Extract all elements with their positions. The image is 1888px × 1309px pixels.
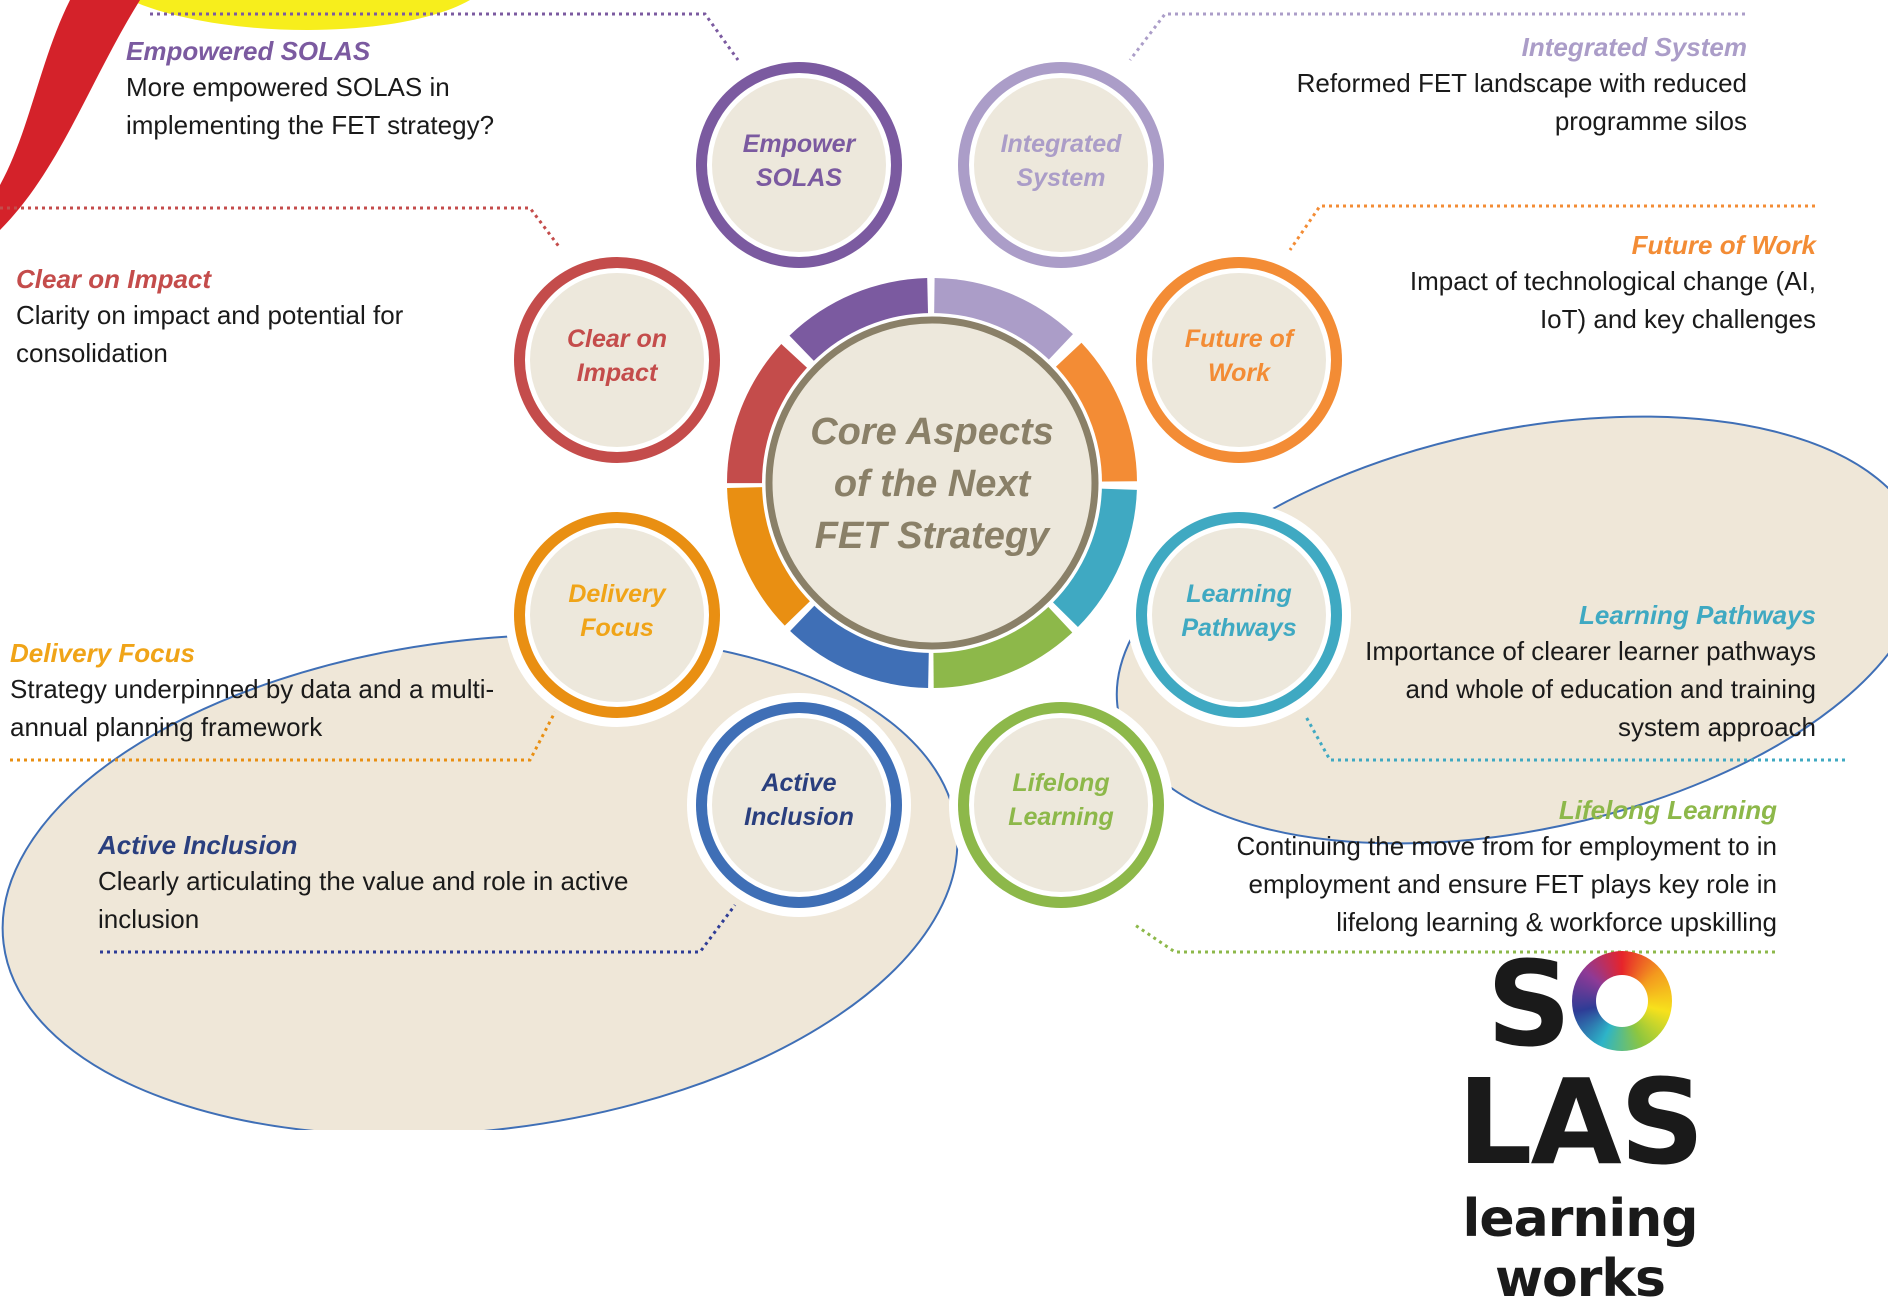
petal-disc-lifelong	[974, 718, 1148, 892]
leader-line-integrated	[1128, 12, 1745, 61]
solas-logo: SLAS learning works	[1380, 945, 1780, 1309]
panel-heading: Active Inclusion	[98, 830, 298, 860]
petal-label-impact-2: Impact	[577, 359, 659, 387]
petal-label-delivery-1: Delivery	[568, 580, 666, 608]
petal-disc-impact	[530, 273, 704, 447]
petal-disc-integrated	[974, 78, 1148, 252]
logo-wordmark: SLAS	[1457, 935, 1705, 1191]
panel-active-inclusion: Active Inclusion Clearly articulating th…	[98, 828, 648, 938]
panel-delivery-focus: Delivery Focus Strategy underpinned by d…	[10, 636, 515, 746]
leader-line-delivery	[10, 711, 557, 762]
panel-body: Importance of clearer learner pathways a…	[1365, 636, 1816, 742]
logo-tagline: learning works	[1462, 1189, 1699, 1309]
panel-body: More empowered SOLAS in implementing the…	[126, 72, 495, 140]
petal-disc-inclusion	[712, 718, 886, 892]
petal-label-future-2: Work	[1208, 359, 1271, 387]
petal-disc-pathways	[1152, 528, 1326, 702]
panel-heading: Learning Pathways	[1579, 600, 1816, 630]
leader-line-lifelong	[1134, 923, 1775, 954]
panel-heading: Empowered SOLAS	[126, 36, 371, 66]
petal-label-future-1: Future of	[1185, 325, 1296, 353]
panel-heading: Future of Work	[1631, 230, 1816, 260]
panel-heading: Lifelong Learning	[1558, 795, 1777, 825]
panel-body: Clearly articulating the value and role …	[98, 866, 629, 934]
petal-labels: Empower SOLAS Integrated System Future o…	[567, 130, 1297, 831]
panel-lifelong-learning: Lifelong Learning Continuing the move fr…	[1175, 793, 1777, 941]
petal-label-empower-1: Empower	[743, 130, 857, 158]
hub: Core Aspects of the Next FET Strategy	[762, 313, 1102, 653]
panel-heading: Delivery Focus	[10, 638, 195, 668]
petal-label-lifelong-2: Learning	[1008, 803, 1114, 831]
petal-label-integrated-1: Integrated	[1001, 130, 1123, 158]
panel-future-of-work: Future of Work Impact of technological c…	[1390, 228, 1816, 338]
leader-line-empower	[150, 12, 740, 61]
petal-rings	[505, 53, 1351, 917]
hub-title-line1: Core Aspects	[810, 411, 1054, 453]
petal-label-integrated-2: System	[1017, 164, 1106, 192]
hub-circle	[765, 316, 1099, 650]
panel-body: Strategy underpinned by data and a multi…	[10, 674, 495, 742]
decorative-swirl-red	[0, 0, 140, 230]
petal-disc-future	[1152, 273, 1326, 447]
petal-label-empower-2: SOLAS	[756, 164, 842, 192]
panel-empowered-solas: Empowered SOLAS More empowered SOLAS in …	[126, 34, 576, 144]
petal-label-inclusion-1: Active	[760, 769, 836, 797]
petal-label-delivery-2: Focus	[580, 614, 654, 642]
petal-label-impact-1: Clear on	[567, 325, 667, 353]
petal-label-lifelong-1: Lifelong	[1012, 769, 1109, 797]
panel-learning-pathways: Learning Pathways Importance of clearer …	[1355, 598, 1816, 746]
panel-heading: Integrated System	[1521, 32, 1747, 62]
panel-integrated-system: Integrated System Reformed FET landscape…	[1230, 30, 1747, 140]
leader-line-inclusion	[100, 904, 737, 954]
hub-title-line3: FET Strategy	[815, 515, 1051, 557]
panel-body: Reformed FET landscape with reduced prog…	[1296, 68, 1747, 136]
petal-label-pathways-2: Pathways	[1181, 614, 1296, 642]
leader-line-impact	[0, 206, 562, 249]
panel-heading: Clear on Impact	[16, 264, 212, 294]
petal-label-pathways-1: Learning	[1186, 580, 1292, 608]
petal-label-inclusion-2: Inclusion	[744, 803, 854, 831]
petal-disc-empower	[712, 78, 886, 252]
petal-disc-delivery	[530, 528, 704, 702]
hub-title-line2: of the Next	[834, 463, 1032, 505]
logo-color-wheel-icon	[1571, 951, 1672, 1051]
strategy-diagram: Core Aspects of the Next FET Strategy Em…	[0, 0, 1888, 1130]
panel-body: Continuing the move from for employment …	[1236, 831, 1777, 937]
panel-clear-on-impact: Clear on Impact Clarity on impact and po…	[16, 262, 486, 372]
panel-body: Impact of technological change (AI, IoT)…	[1409, 266, 1816, 334]
panel-body: Clarity on impact and potential for cons…	[16, 300, 404, 368]
